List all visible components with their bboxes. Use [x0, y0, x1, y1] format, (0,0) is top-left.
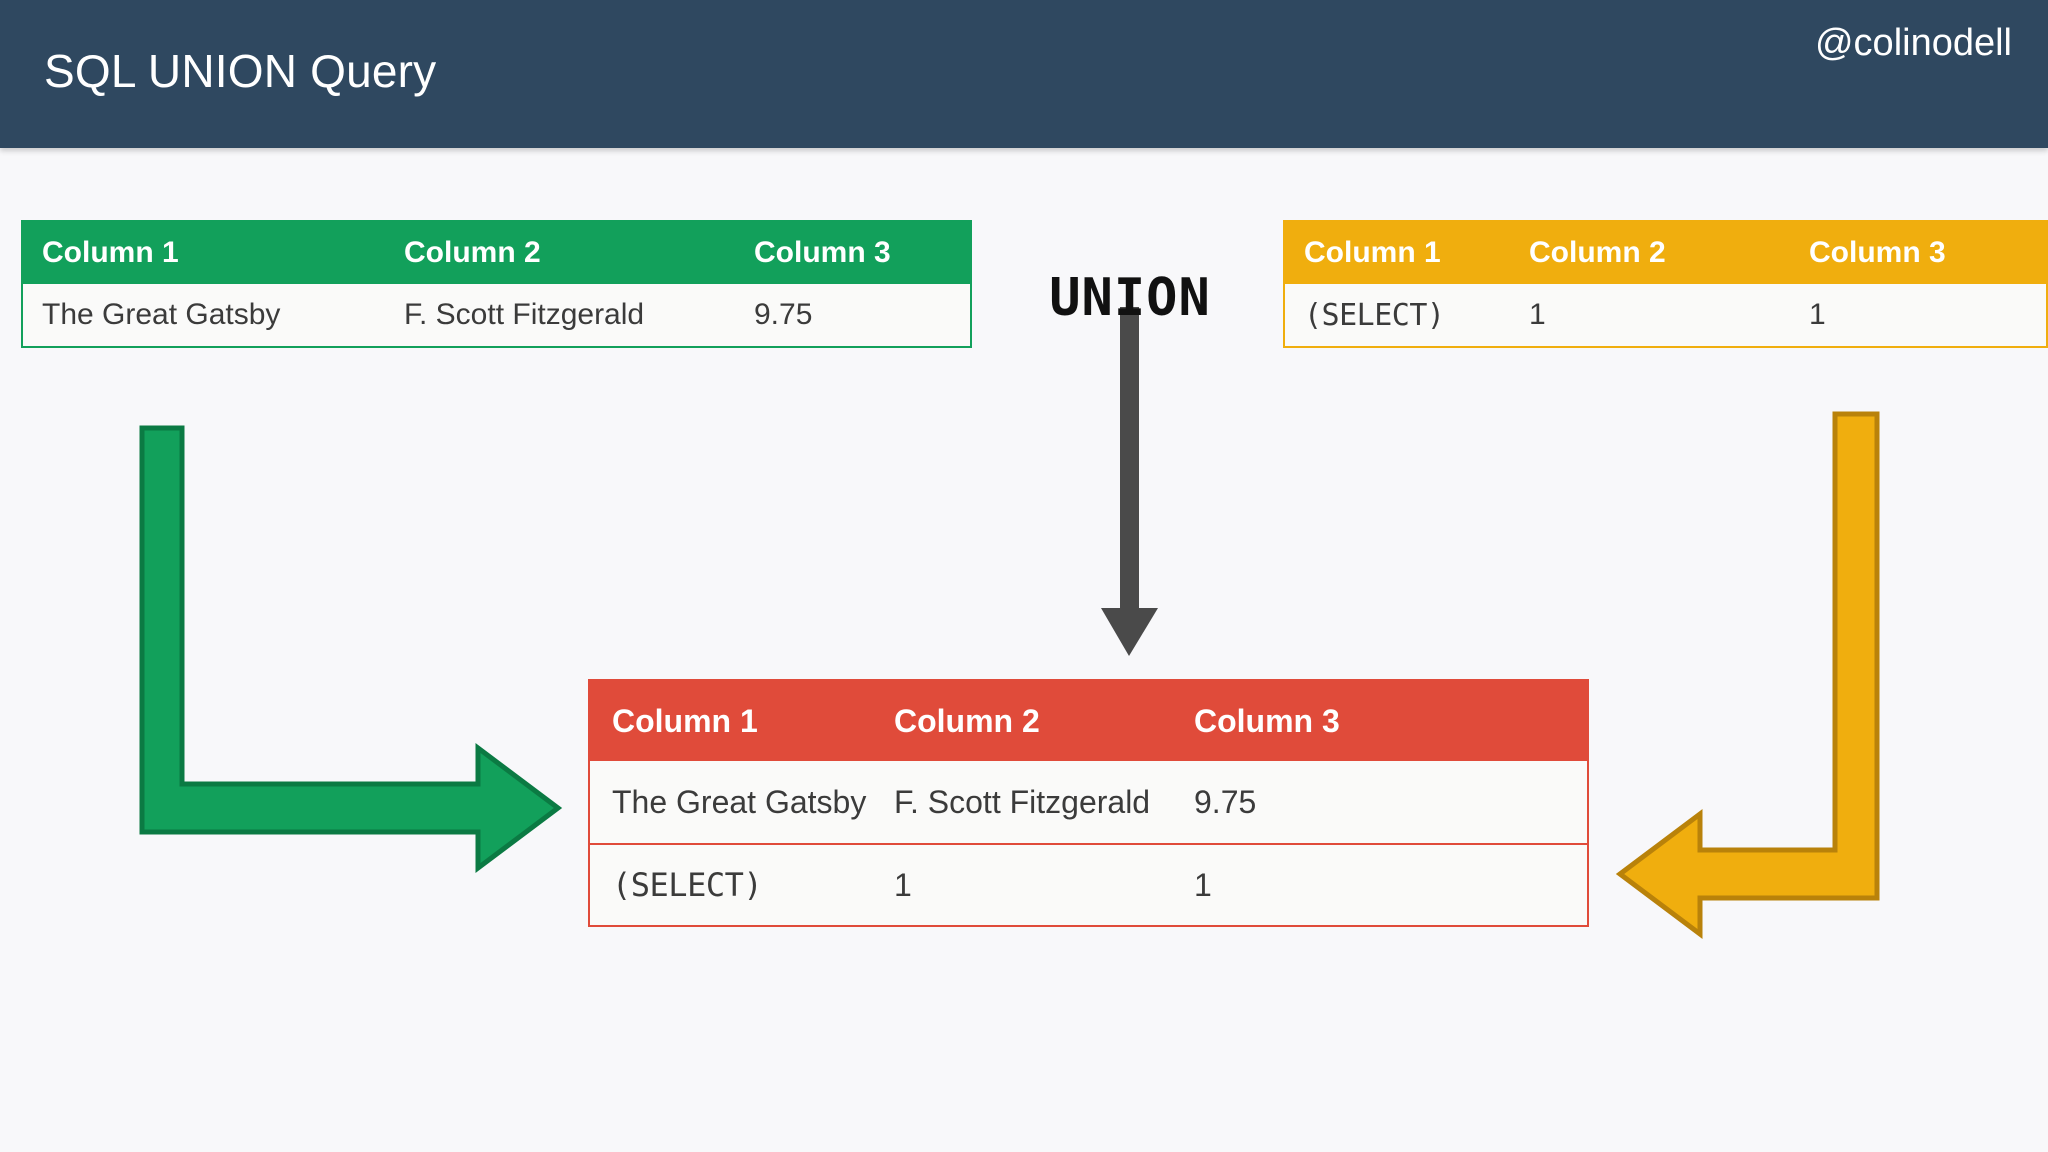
page-title: SQL UNION Query	[44, 45, 437, 97]
table-green-source: Column 1 Column 2 Column 3 The Great Gat…	[21, 220, 972, 348]
table-row: The Great Gatsby F. Scott Fitzgerald 9.7…	[590, 761, 1587, 843]
table-red-cell-r1c2: 1	[1194, 866, 1212, 903]
table-red-header-col1: Column 1	[612, 702, 758, 739]
table-green-header-col3: Column 3	[754, 236, 891, 269]
green-elbow-arrow	[139, 425, 563, 873]
table-red-cell-r0c0: The Great Gatsby	[612, 783, 867, 820]
union-down-arrow	[1101, 307, 1158, 656]
table-yellow-cell-r0c2: 1	[1809, 298, 1826, 331]
table-green-cell-r0c1: F. Scott Fitzgerald	[404, 298, 645, 331]
table-red-cell-r1c1: 1	[894, 866, 912, 903]
table-yellow-cell-r0c0: (SELECT)	[1304, 297, 1445, 333]
table-yellow-header-col3: Column 3	[1809, 236, 1946, 269]
table-yellow-header-col1: Column 1	[1304, 236, 1441, 269]
table-yellow-source: Column 1 Column 2 Column 3 (SELECT) 1 1	[1283, 220, 2048, 348]
table-red-result: Column 1 Column 2 Column 3 The Great Gat…	[588, 679, 1589, 927]
table-red-header-col2: Column 2	[894, 702, 1040, 739]
table-green-header-col1: Column 1	[42, 236, 179, 269]
table-row: (SELECT) 1 1	[590, 843, 1587, 925]
table-red-cell-r1c0: (SELECT)	[612, 866, 763, 904]
table-red-cell-r0c1: F. Scott Fitzgerald	[894, 783, 1151, 820]
table-green-header-col2: Column 2	[404, 236, 541, 269]
slide-header: SQL UNION Query @colinodell	[0, 0, 2048, 148]
yellow-elbow-arrow	[1615, 411, 1880, 939]
table-red-header-col3: Column 3	[1194, 702, 1340, 739]
table-green-header-row: Column 1 Column 2 Column 3	[23, 222, 970, 284]
union-label: UNION	[1049, 268, 1211, 328]
table-row: The Great Gatsby F. Scott Fitzgerald 9.7…	[23, 284, 970, 346]
table-red-header-row: Column 1 Column 2 Column 3	[590, 681, 1587, 761]
table-green-cell-r0c2: 9.75	[754, 298, 813, 331]
table-row: (SELECT) 1 1	[1285, 284, 2046, 346]
table-yellow-header-col2: Column 2	[1529, 236, 1666, 269]
table-yellow-cell-r0c1: 1	[1529, 298, 1546, 331]
table-yellow-header-row: Column 1 Column 2 Column 3	[1285, 222, 2046, 284]
author-handle: @colinodell	[1814, 22, 2012, 64]
table-green-cell-r0c0: The Great Gatsby	[42, 298, 281, 331]
table-red-cell-r0c2: 9.75	[1194, 783, 1257, 820]
